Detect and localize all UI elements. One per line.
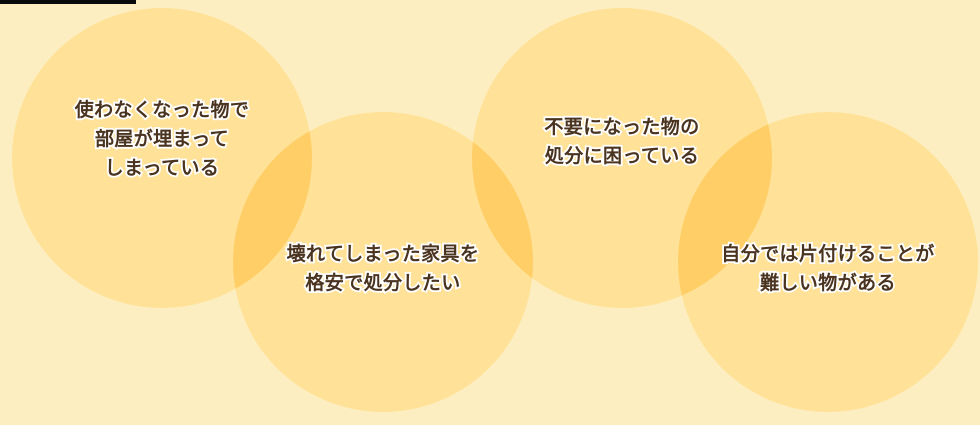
bubble-caption-2: 壊れてしまった家具を 格安で処分したい: [285, 242, 481, 295]
top-left-rule: [0, 0, 136, 4]
bubble-caption-4: 自分では片付けることが 難しい物がある: [720, 242, 937, 295]
bubble-caption-3: 不要になった物の 処分に困っている: [543, 115, 701, 168]
bubble-caption-1: 使わなくなった物で 部屋が埋まって しまっている: [73, 98, 251, 180]
circle-bubble-4: [678, 112, 978, 412]
